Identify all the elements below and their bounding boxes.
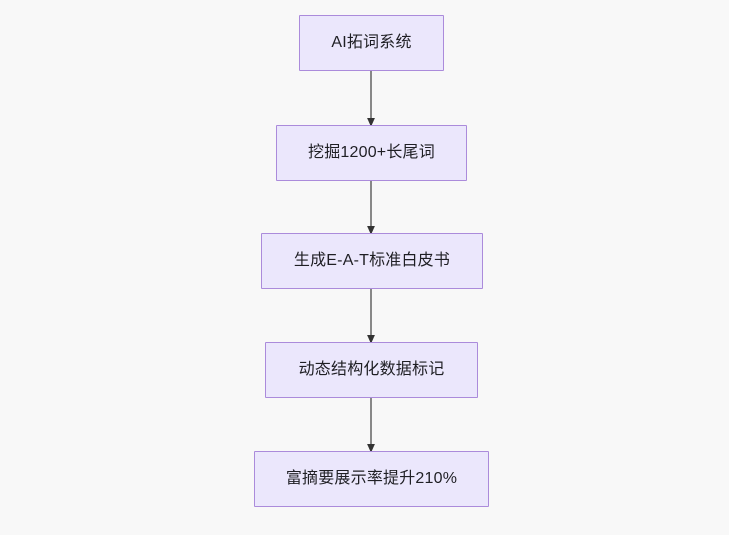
flow-node-mine-longtail-keywords[interactable]: 挖掘1200+长尾词 <box>276 125 467 181</box>
flow-node-ai-keyword-system[interactable]: AI拓词系统 <box>299 15 444 71</box>
flow-node-rich-snippet-impression-lift[interactable]: 富摘要展示率提升210% <box>254 451 489 507</box>
flow-node-label: 挖掘1200+长尾词 <box>308 144 435 162</box>
flow-node-generate-eat-whitepaper[interactable]: 生成E-A-T标准白皮书 <box>261 233 483 289</box>
flow-node-label: AI拓词系统 <box>331 34 412 52</box>
flow-node-label: 生成E-A-T标准白皮书 <box>293 252 451 270</box>
flow-node-label: 富摘要展示率提升210% <box>285 470 458 488</box>
flow-node-label: 动态结构化数据标记 <box>298 361 445 379</box>
flow-node-dynamic-structured-data-markup[interactable]: 动态结构化数据标记 <box>265 342 478 398</box>
